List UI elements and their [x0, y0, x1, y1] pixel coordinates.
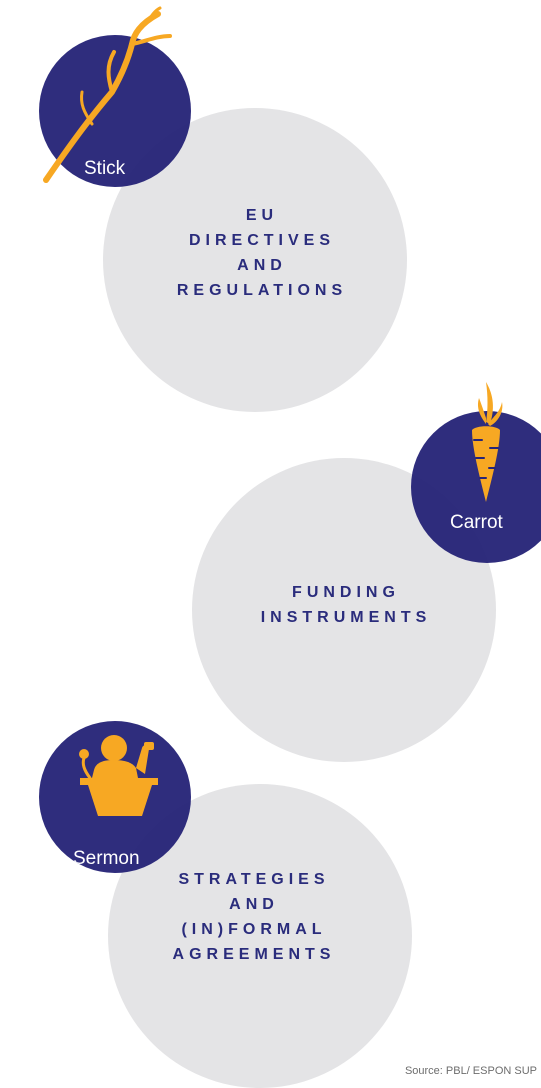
tool-label-carrot: Carrot [450, 512, 503, 533]
source-caption: Source: PBL/ ESPON SUP [404, 1065, 537, 1077]
category-line: AGREEMENTS [172, 946, 336, 963]
category-line: AND [237, 256, 287, 274]
tool-label-stick: Stick [84, 158, 126, 179]
category-line: DIRECTIVES [188, 231, 335, 249]
category-line: REGULATIONS [176, 281, 348, 299]
category-line: (IN)FORMAL [181, 921, 327, 938]
carrot-icon [472, 382, 503, 502]
branch-icon [43, 6, 172, 183]
category-line: FUNDING [292, 584, 400, 601]
category-line: EU [245, 206, 279, 224]
speaker-podium-icon [79, 735, 158, 816]
tool-circle-stick: Stick [39, 35, 191, 187]
category-line: STRATEGIES [178, 871, 330, 888]
category-line: AND [229, 896, 279, 913]
tool-label-sermon: Sermon [73, 848, 140, 869]
category-line: INSTRUMENTS [260, 609, 432, 626]
